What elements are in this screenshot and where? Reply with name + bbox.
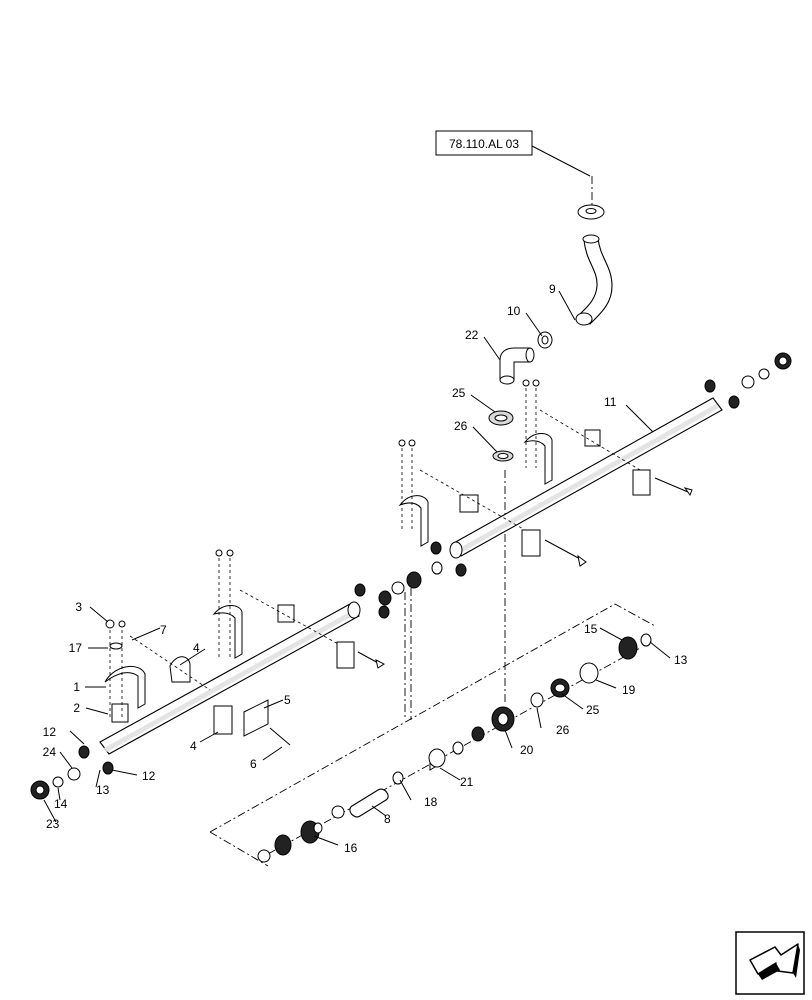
lower-bracket-left (104, 619, 291, 746)
callout-26-upper[interactable]: 26 (454, 419, 468, 433)
center-coupling (354, 541, 467, 619)
upper-bracket-right (522, 379, 693, 497)
callout-4-lower[interactable]: 4 (190, 739, 197, 753)
callout-10[interactable]: 10 (507, 304, 521, 318)
callout-6[interactable]: 6 (250, 757, 257, 771)
lower-boom-pipe (99, 601, 361, 755)
callout-21[interactable]: 21 (460, 775, 474, 789)
upper-bracket-left (398, 439, 587, 567)
callout-18[interactable]: 18 (424, 795, 438, 809)
callout-25-upper[interactable]: 25 (452, 386, 466, 400)
callout-14[interactable]: 14 (54, 797, 68, 811)
leader-lines (43, 290, 671, 846)
upper-right-end-fittings (704, 352, 792, 409)
callout-23[interactable]: 23 (46, 817, 60, 831)
detail-boundary (209, 603, 656, 867)
hose-clamp (537, 331, 553, 349)
callout-12-left[interactable]: 12 (43, 725, 57, 739)
callout-17[interactable]: 17 (69, 641, 83, 655)
detail-fittings (257, 633, 652, 863)
callout-20[interactable]: 20 (520, 743, 534, 757)
hose-assembly (575, 204, 613, 326)
callout-16[interactable]: 16 (344, 841, 358, 855)
callout-8[interactable]: 8 (384, 812, 391, 826)
callout-4-upper[interactable]: 4 (193, 641, 200, 655)
callout-26-lower[interactable]: 26 (556, 723, 570, 737)
callout-5[interactable]: 5 (284, 693, 291, 707)
elbow-fitting (499, 347, 535, 385)
vertical-centerline-coupling (404, 588, 412, 720)
lower-bracket-right (212, 549, 385, 669)
callout-13-left[interactable]: 13 (96, 783, 110, 797)
callout-13-right[interactable]: 13 (674, 653, 688, 667)
callout-19[interactable]: 19 (622, 683, 636, 697)
callout-11[interactable]: 11 (604, 395, 617, 409)
callout-24[interactable]: 24 (43, 745, 57, 759)
callout-1[interactable]: 1 (73, 680, 80, 694)
upper-boom-pipe (449, 397, 723, 559)
seal-stack (488, 410, 514, 462)
callout-22[interactable]: 22 (465, 328, 479, 342)
reference-label[interactable]: 78.110.AL 03 (449, 137, 519, 151)
next-page-arrow-icon[interactable] (735, 931, 805, 995)
callout-12-right[interactable]: 12 (142, 769, 156, 783)
callout-15[interactable]: 15 (584, 622, 598, 636)
callout-3[interactable]: 3 (75, 600, 82, 614)
callout-9[interactable]: 9 (549, 282, 556, 296)
lower-left-end-fittings (30, 745, 114, 800)
reference-leader (531, 145, 591, 177)
callout-25-lower[interactable]: 25 (586, 703, 600, 717)
callout-7[interactable]: 7 (160, 623, 167, 637)
callouts: 3 17 1 2 7 4 4 5 6 12 24 13 12 14 23 8 1… (43, 282, 688, 855)
reference-box[interactable]: 78.110.AL 03 (435, 130, 533, 156)
callout-2[interactable]: 2 (73, 701, 80, 715)
